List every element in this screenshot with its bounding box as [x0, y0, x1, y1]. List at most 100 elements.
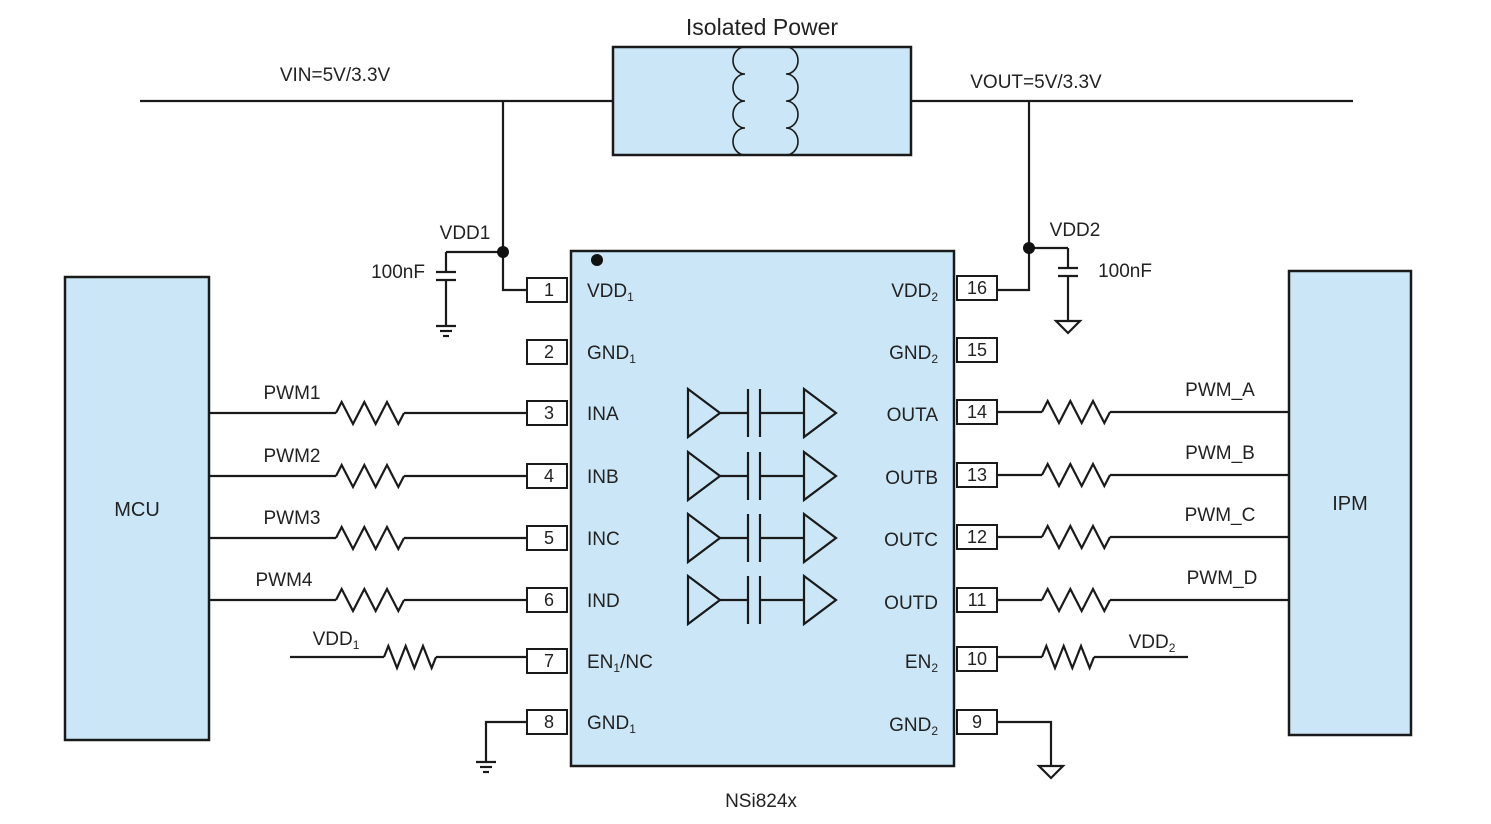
transformer-icon — [715, 46, 816, 156]
pin-number-15: 15 — [967, 340, 987, 360]
resistor-PWM2 — [335, 462, 405, 490]
signal-label-PWM_B: PWM_B — [1185, 443, 1255, 464]
vdd1-wire — [501, 101, 527, 292]
pin-label-9-text: GND — [889, 715, 931, 736]
pin-label-14: OUTA — [887, 405, 939, 426]
mcu-block — [63, 275, 211, 742]
pin-box-7 — [526, 648, 568, 674]
pin-label-4: INB — [587, 467, 619, 488]
pin-number-5: 5 — [544, 528, 554, 548]
signal-label-PWM_A: PWM_A — [1185, 380, 1255, 401]
pin-number-14: 14 — [967, 402, 987, 422]
capacitor-1 — [436, 252, 456, 326]
ground-icon — [476, 760, 496, 774]
resistor-en2 — [1040, 642, 1096, 672]
ipm-block — [1287, 269, 1413, 737]
vdd1-junction-dot — [497, 246, 509, 258]
pin-label-5-text: INC — [587, 529, 620, 550]
vout-label: VOUT=5V/3.3V — [970, 72, 1102, 93]
vdd2-label: VDD2 — [1050, 220, 1101, 241]
pin-label-10-text: EN — [905, 652, 931, 673]
resistor-PWM_C — [1041, 523, 1111, 551]
pin-label-10-subscript: 2 — [931, 661, 938, 675]
pullup-right-label: VDD2 — [1129, 632, 1176, 655]
signal-label-PWM4: PWM4 — [256, 570, 313, 591]
vdd2-wire — [998, 101, 1031, 292]
pin-label-5: INC — [587, 529, 620, 550]
pin-label-15-subscript: 2 — [931, 352, 938, 366]
pin-number-4: 4 — [544, 466, 554, 486]
pin-box-5 — [526, 525, 568, 551]
signal-wires: PWM1PWM2PWM3PWM4PWM_APWM_BPWM_CPWM_DVDD1… — [209, 380, 1289, 780]
pin-label-16-subscript: 2 — [931, 290, 938, 304]
pin-label-16: VDD2 — [891, 281, 938, 304]
pin-label-13-text: OUTB — [885, 468, 938, 489]
pin-label-3-text: INA — [587, 404, 619, 425]
isolated-power-block — [611, 45, 913, 157]
resistor-PWM1 — [335, 399, 405, 427]
pin-label-14-text: OUTA — [887, 405, 939, 426]
cap2-value: 100nF — [1098, 261, 1152, 282]
resistor-PWM_D — [1041, 586, 1111, 614]
pin-label-7-subscript: 1 — [613, 661, 620, 675]
pin-label-8-text: GND — [587, 713, 629, 734]
mcu-label: MCU — [114, 499, 160, 521]
pin-label-16-text: VDD — [891, 281, 931, 302]
pin-label-1: VDD1 — [587, 281, 634, 304]
pin1-marker-dot — [591, 254, 603, 266]
pin-label-10: EN2 — [905, 652, 938, 675]
pin-label-9-subscript: 2 — [931, 724, 938, 738]
isolation-channel-icon — [686, 449, 838, 503]
isolation-channel-icon — [686, 573, 838, 627]
pullup-left-label-subscript: 1 — [353, 638, 360, 652]
pin-box-8 — [526, 709, 568, 735]
pin-label-7: EN1/NC — [587, 652, 653, 675]
pin-number-13: 13 — [967, 465, 987, 485]
pullup-left-label: VDD1 — [313, 629, 360, 652]
pin-box-15 — [956, 337, 998, 363]
pin-label-6-text: IND — [587, 591, 620, 612]
pullup-right-label-subscript: 2 — [1169, 641, 1176, 655]
isolation-channels — [686, 386, 838, 627]
signal-label-PWM_D: PWM_D — [1187, 568, 1258, 589]
pin-label-4-text: INB — [587, 467, 619, 488]
pin-label-11-text: OUTD — [884, 593, 938, 614]
resistor-en1 — [382, 642, 438, 672]
pin-label-2-subscript: 1 — [629, 352, 636, 366]
pin-label-6: IND — [587, 591, 620, 612]
signal-label-PWM1: PWM1 — [264, 383, 321, 404]
pin-number-3: 3 — [544, 403, 554, 423]
pin-label-12-text: OUTC — [884, 530, 938, 551]
pin-label-1-subscript: 1 — [627, 290, 634, 304]
isolation-channel-icon — [686, 386, 838, 440]
pin-label-3: INA — [587, 404, 619, 425]
pin-box-11 — [956, 587, 998, 613]
signal-label-PWM3: PWM3 — [264, 508, 321, 529]
resistor-PWM_B — [1041, 461, 1111, 489]
pin-number-11: 11 — [968, 590, 987, 610]
pin-label-8-subscript: 1 — [629, 722, 636, 736]
pin-number-9: 9 — [972, 712, 982, 732]
cap1-value: 100nF — [371, 262, 425, 283]
nsi824x-chip — [569, 249, 956, 768]
resistor-PWM_A — [1041, 398, 1111, 426]
vdd2-junction-dot — [1023, 242, 1035, 254]
pin-label-11: OUTD — [884, 593, 938, 614]
ground-icon — [1036, 764, 1066, 780]
pin-label-8: GND1 — [587, 713, 636, 736]
pin-number-16: 16 — [967, 278, 987, 298]
pin-label-1-text: VDD — [587, 281, 627, 302]
pin-box-1 — [526, 277, 568, 303]
pin-label-12: OUTC — [884, 530, 938, 551]
pin-label-2: GND1 — [587, 343, 636, 366]
pin-number-12: 12 — [967, 527, 987, 547]
resistor-PWM4 — [335, 586, 405, 614]
pin-number-7: 7 — [544, 651, 554, 671]
pin-number-10: 10 — [967, 649, 987, 669]
pin-box-4 — [526, 463, 568, 489]
signal-label-PWM2: PWM2 — [264, 446, 321, 467]
pin-number-6: 6 — [544, 590, 554, 610]
pin-number-8: 8 — [544, 712, 554, 732]
